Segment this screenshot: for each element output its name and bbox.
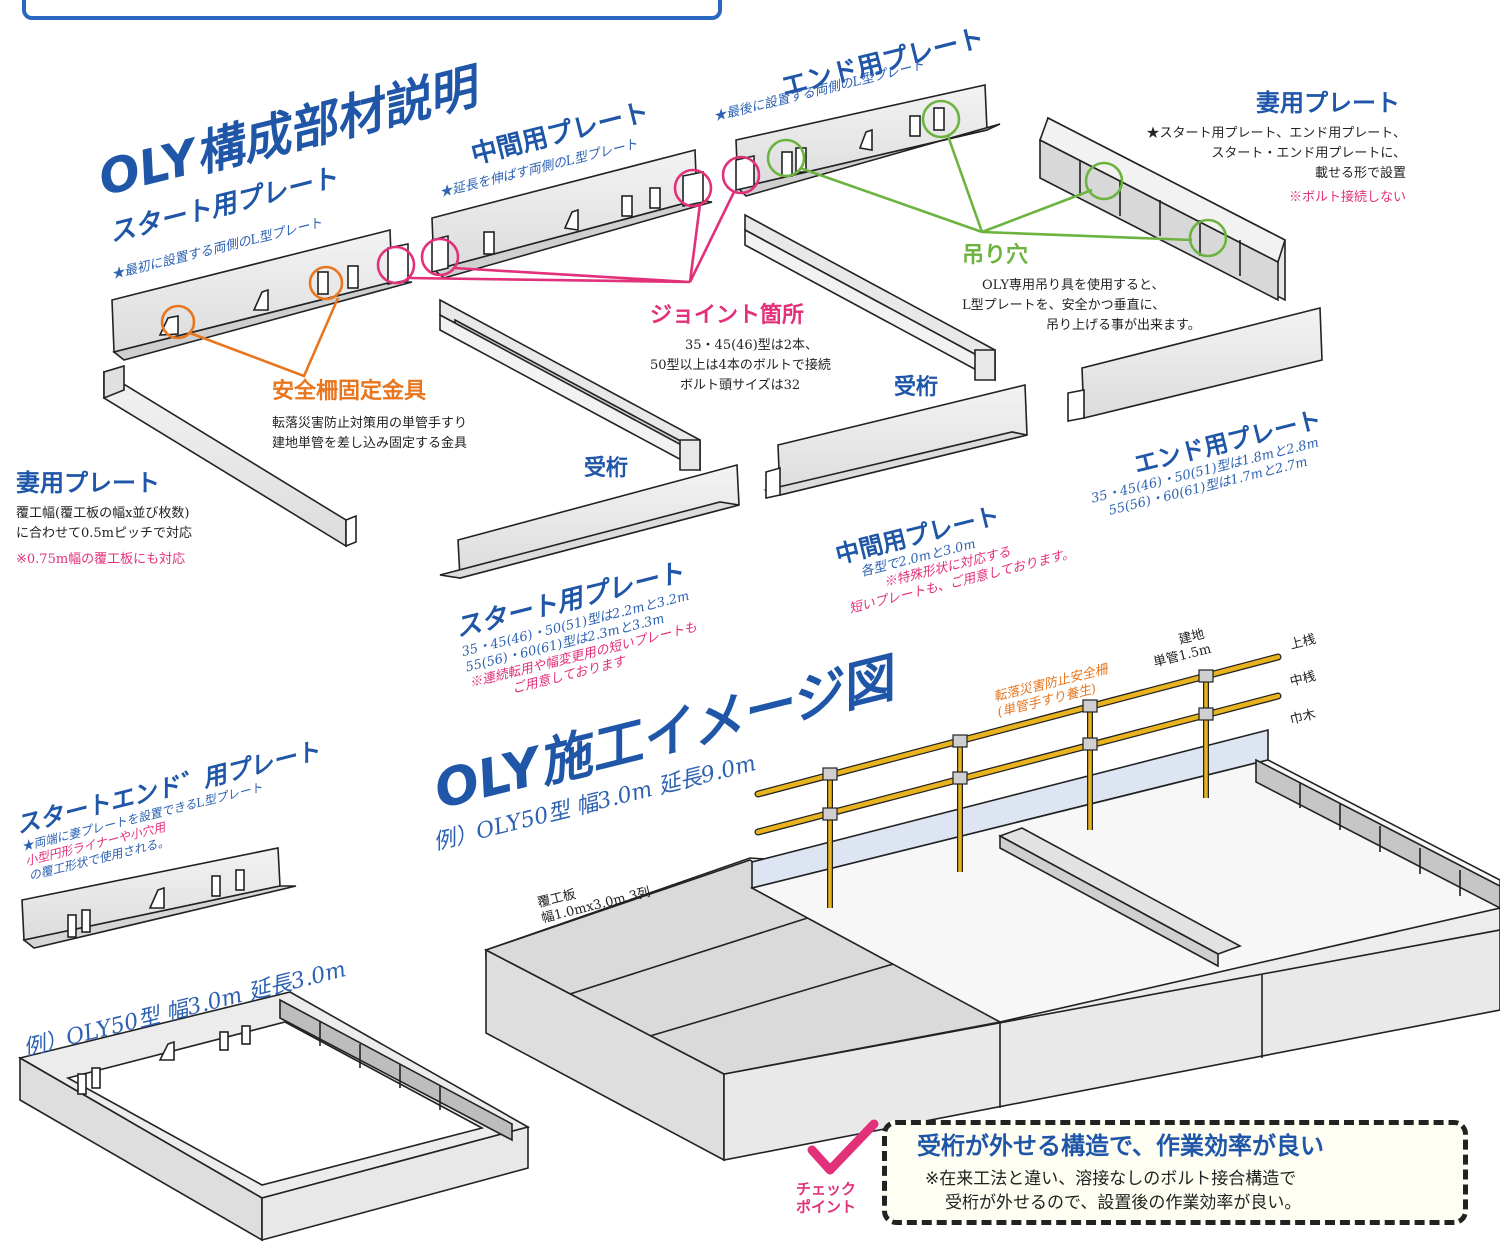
check-point-badge: チェック ポイント: [796, 1180, 856, 1216]
joint-desc2: 50型以上は4本のボルトで接続: [650, 358, 831, 373]
check-point-badge-line1: チェック: [796, 1180, 857, 1198]
start-end-plate-drawing: [21, 847, 297, 949]
girder-label-1: 受桁: [584, 456, 629, 481]
check-mark-icon: [807, 1119, 879, 1175]
check-point-badge-line2: ポイント: [796, 1198, 857, 1216]
lift-hole-desc3: 吊り上げる事が出来ます。: [1046, 318, 1201, 333]
gable-plate-left-drawing: [103, 364, 357, 548]
joint-desc3: ボルト頭サイズは32: [680, 378, 801, 393]
rail-fitting-callout: [160, 265, 344, 378]
check-point-box: 受桁が外せる構造で、作業効率が良い ※在来工法と違い、溶接なしのボルト接合構造で…: [882, 1120, 1468, 1225]
lift-hole-desc1: OLY専用吊り具を使用すると、: [982, 278, 1165, 293]
rail-fitting-desc1: 転落災害防止対策用の単管手すり: [272, 416, 468, 431]
header-frame: [22, 0, 722, 20]
check-point-note2: 受桁が外せるので、設置後の作業効率が良い。: [945, 1193, 1302, 1213]
girder-1-drawing: [439, 298, 701, 472]
gable-plate-top-title: 妻用プレート: [1256, 89, 1400, 117]
joint-callout: [376, 155, 761, 285]
middle-plate-lower-drawing: [763, 383, 1028, 499]
lift-hole-callout: [766, 99, 1228, 258]
gable-plate-left-desc1: 覆工幅(覆工板の幅x並び枚数): [16, 506, 190, 521]
lift-hole-desc2: L型プレートを、安全かつ垂直に、: [962, 298, 1166, 313]
gable-plate-left-note: ※0.75m幅の覆工板にも対応: [16, 552, 186, 567]
joint-desc1: 35・45(46)型は2本、: [685, 338, 819, 353]
start-plate-drawing: [111, 228, 413, 361]
gable-plate-top-desc1: ★スタート用プレート、エンド用プレート、: [1146, 126, 1406, 141]
rail-fitting-title: 安全柵固定金具: [272, 379, 427, 404]
check-point-headline: 受桁が外せる構造で、作業効率が良い: [917, 1132, 1325, 1160]
large-frame-drawing: [483, 728, 1500, 1162]
gable-plate-left-title: 妻用プレート: [16, 469, 160, 497]
guard-rail-drawing: [754, 653, 1282, 908]
girder-label-2: 受桁: [894, 375, 939, 400]
girder-2-drawing: [744, 213, 996, 382]
joint-title: ジョイント箇所: [650, 303, 805, 328]
rail-fitting-desc2: 建地単管を差し込み固定する金具: [272, 436, 468, 451]
small-frame-drawing: [17, 991, 531, 1242]
middle-plate-drawing: [431, 148, 713, 279]
end-plate-lower-drawing: [1067, 306, 1323, 422]
lift-hole-title: 吊り穴: [962, 243, 1029, 268]
gable-plate-top-desc2: スタート・エンド用プレートに、: [1211, 146, 1406, 161]
gable-plate-top-note: ※ボルト接続しない: [1288, 190, 1406, 205]
gable-plate-top-desc3: 載せる形で設置: [1314, 166, 1406, 181]
start-plate-lower-drawing: [439, 463, 740, 580]
check-point-note1: ※在来工法と違い、溶接なしのボルト接合構造で: [925, 1169, 1297, 1189]
gable-plate-left-desc2: に合わせて0.5mピッチで対応: [16, 526, 193, 541]
